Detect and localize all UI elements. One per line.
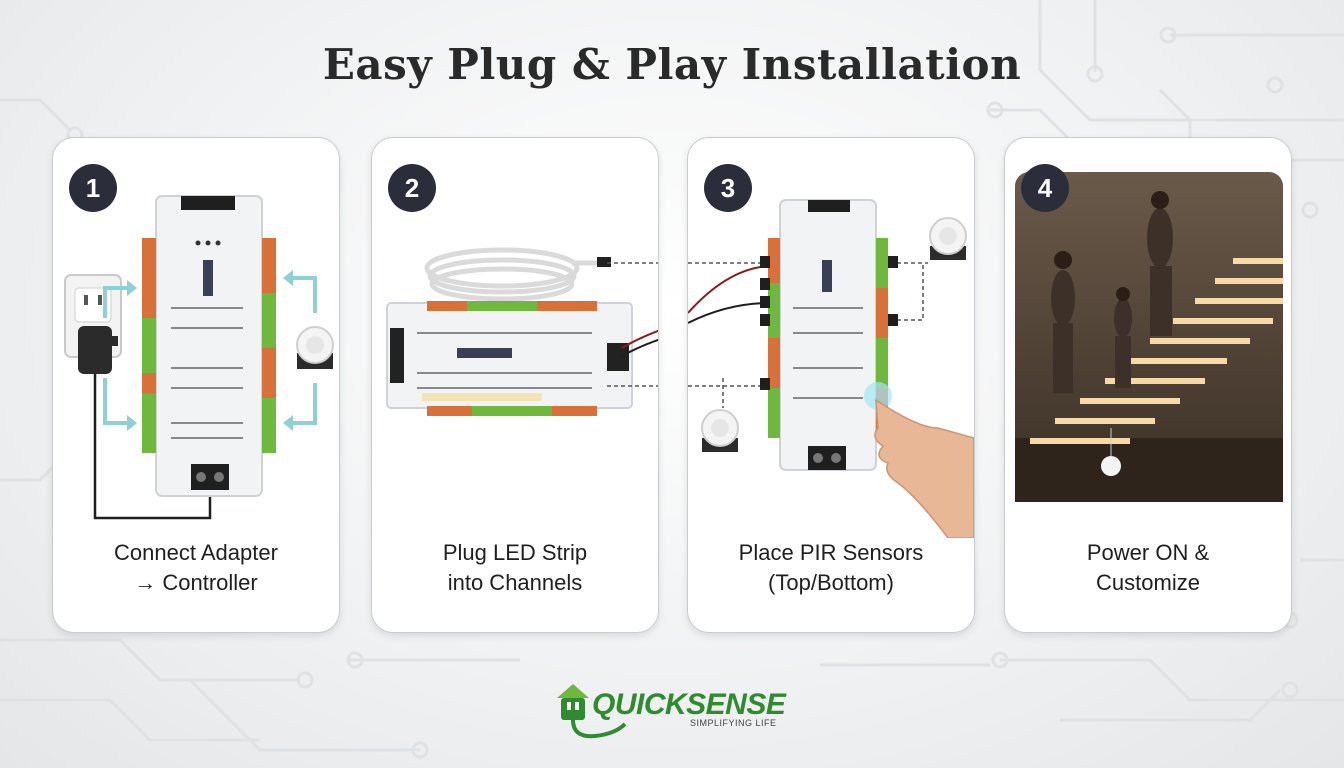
step-card-4: 4 Power ON & Customize <box>1004 137 1292 633</box>
brand-logo-icon <box>557 684 627 739</box>
step-caption-line: Power ON & <box>1086 540 1210 565</box>
step-caption-line: (Top/Bottom) <box>768 570 894 595</box>
step-number-badge: 1 <box>69 164 117 212</box>
led-strip-illustration <box>386 247 658 416</box>
step-card-1: 1 <box>52 137 340 633</box>
step-card-2: 2 Plug LED Strip into Channels <box>371 137 659 633</box>
pir-sensor-illustration <box>688 199 974 538</box>
step-number-badge: 4 <box>1021 164 1069 212</box>
page-title: Easy Plug & Play Installation <box>322 40 1022 89</box>
step-caption: Plug LED Strip into Channels <box>372 538 658 598</box>
brand-tagline: SIMPLIFYING LIFE <box>690 718 777 728</box>
step-caption: Connect Adapter → Controller <box>53 538 339 598</box>
step-caption: Place PIR Sensors (Top/Bottom) <box>688 538 974 598</box>
step-caption-line: into Channels <box>447 570 583 595</box>
step-card-3: 3 <box>687 137 975 633</box>
adapter-controller-illustration <box>64 195 334 520</box>
step-caption-line: Customize <box>1096 570 1200 595</box>
step-number-badge: 2 <box>388 164 436 212</box>
illuminated-staircase-photo <box>1015 172 1283 502</box>
brand-name: QUICKSENSE <box>592 688 786 721</box>
step-caption-line: → Controller <box>134 570 258 595</box>
step-number-badge: 3 <box>704 164 752 212</box>
step-caption-line: Connect Adapter <box>114 540 278 565</box>
step-caption-line: Place PIR Sensors <box>738 540 924 565</box>
step-caption-line: Plug LED Strip <box>442 540 588 565</box>
step-caption: Power ON & Customize <box>1005 538 1291 598</box>
